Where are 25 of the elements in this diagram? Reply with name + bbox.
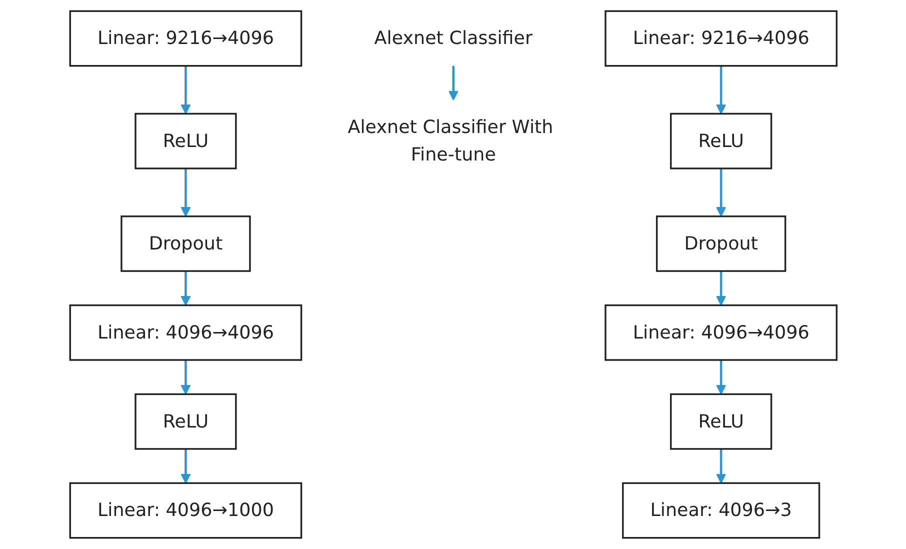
node-text: Alexnet Classifier <box>374 27 532 49</box>
node-box: ReLU <box>134 112 236 170</box>
arrow <box>716 168 726 217</box>
arrow <box>180 448 190 484</box>
node-box: ReLU <box>134 393 236 450</box>
arrow <box>716 271 726 306</box>
node-box: ReLU <box>670 393 772 450</box>
arrow <box>180 66 190 114</box>
node-box: Dropout <box>120 216 250 272</box>
node-box: Linear: 9216→4096 <box>68 10 302 67</box>
node-box: Linear: 4096→1000 <box>68 482 302 539</box>
node-box: Linear: 4096→3 <box>622 482 820 539</box>
arrow <box>716 360 726 395</box>
node-box: Linear: 4096→4096 <box>68 304 302 361</box>
node-text: Alexnet Classifier With Fine-tune <box>347 116 553 166</box>
arrow <box>180 271 190 306</box>
node-box: Linear: 9216→4096 <box>604 10 838 67</box>
node-box: Linear: 4096→4096 <box>604 304 838 361</box>
arrow <box>180 168 190 217</box>
arrow <box>180 360 190 395</box>
node-box: ReLU <box>670 112 772 170</box>
arrow <box>448 66 458 101</box>
arrow <box>716 66 726 114</box>
arrow <box>716 448 726 484</box>
node-box: Dropout <box>656 216 786 272</box>
